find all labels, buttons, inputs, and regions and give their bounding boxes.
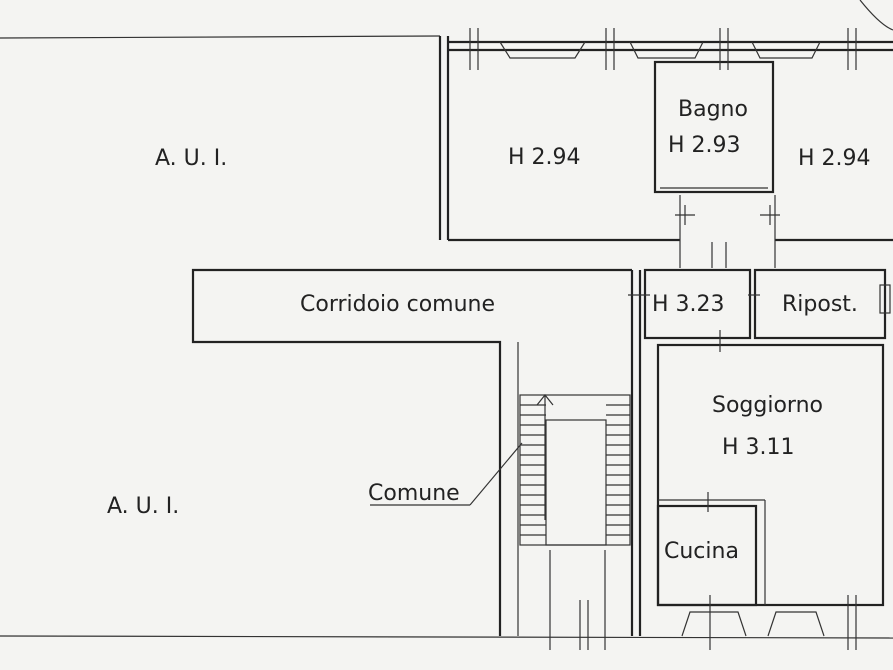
soggiorno-label: Soggiorno — [712, 393, 823, 418]
room-left-height: H 2.94 — [508, 145, 581, 170]
ripost-label: Ripost. — [782, 292, 858, 317]
apartment-walls — [438, 36, 893, 636]
staircase — [370, 394, 631, 650]
cucina-label: Cucina — [664, 539, 739, 564]
bagno-height: H 2.93 — [668, 133, 741, 158]
windows-bottom — [579, 595, 857, 650]
corridor-walls — [191, 268, 632, 636]
soggiorno-height: H 3.11 — [722, 435, 795, 460]
aui-top-label: A. U. I. — [155, 146, 227, 171]
comune-label: Comune — [368, 481, 460, 506]
windows-top — [469, 0, 893, 70]
corridor-label: Corridoio comune — [300, 292, 495, 317]
room-right-height: H 2.94 — [798, 146, 871, 171]
boundary-lines — [0, 35, 893, 639]
door-markers — [628, 205, 891, 512]
aui-bottom-label: A. U. I. — [107, 494, 179, 519]
bagno-label: Bagno — [678, 97, 748, 122]
hall-height: H 3.23 — [652, 292, 725, 317]
